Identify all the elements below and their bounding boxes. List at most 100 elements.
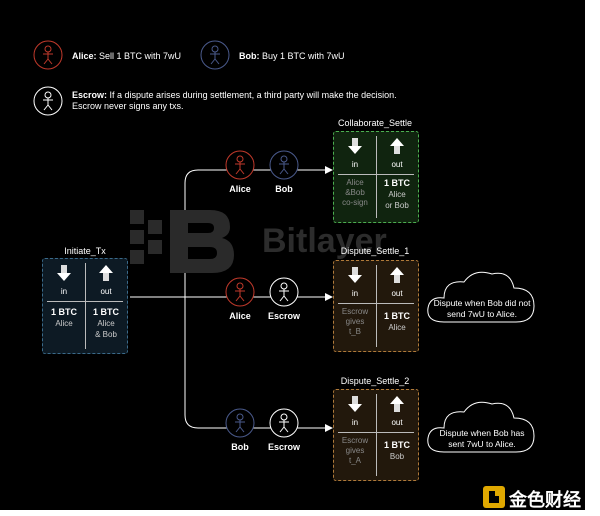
dispute2-in-note-2: gives (345, 446, 365, 455)
initiate-tx-title: Initiate_Tx (64, 246, 106, 256)
collaborate-horizontal-divider (338, 174, 414, 175)
bitlayer-watermark-text: Bitlayer (262, 222, 387, 260)
dispute2-out-owner: Bob (389, 452, 405, 461)
collaborate-settle-title: Collaborate_Settle (337, 118, 413, 128)
dispute1-horizontal-divider (338, 303, 414, 304)
initiate-in-amount: 1 BTC (50, 307, 77, 317)
alice-legend-name: Alice: (72, 51, 97, 61)
bob-person-icon (225, 408, 255, 438)
initiate-in-label: in (60, 287, 68, 296)
dispute2-in-note-1: Escrow (341, 436, 369, 445)
dispute2-in-column: in Escrow gives t_A (334, 390, 376, 480)
down-arrow-icon (348, 396, 362, 412)
alice-person-icon (225, 277, 255, 307)
cloud-2-text: Dispute when Bob has sent 7wU to Alice. (422, 428, 542, 450)
collaborate-in-note-3: co-sign (342, 198, 368, 207)
jinse-logo (483, 486, 505, 513)
dispute1-out-label: out (391, 289, 403, 298)
cloud-2-shape (427, 401, 535, 453)
jinse-watermark-text: 金色财经 (509, 490, 581, 510)
connector-to-dispute2 (184, 297, 333, 432)
cloud-1-shape (427, 271, 535, 323)
dispute-settle-1-box: in Escrow gives t_B out 1 BTC Alice (333, 260, 419, 352)
bob-legend-text: Bob: Buy 1 BTC with 7wU (239, 51, 345, 62)
down-arrow-icon (348, 267, 362, 283)
dispute2-horizontal-divider (338, 432, 414, 433)
up-arrow-icon (390, 396, 404, 412)
dispute1-vertical-divider (376, 265, 377, 347)
initiate-horizontal-divider (47, 301, 123, 302)
collab-alice-label: Alice (229, 184, 251, 194)
collaborate-out-label: out (391, 160, 403, 169)
escrow-legend-desc-1: If a dispute arises during settlement, a… (109, 90, 397, 100)
dispute2-escrow-label: Escrow (267, 442, 300, 452)
collab-bob-label: Bob (275, 184, 293, 194)
dispute1-out-amount: 1 BTC (383, 311, 410, 321)
connector-to-collaborate (184, 166, 333, 297)
dispute2-bob-label: Bob (231, 442, 249, 452)
cloud-2-line-1: Dispute when Bob has (439, 428, 525, 438)
bob-legend-desc: Buy 1 BTC with 7wU (262, 51, 345, 61)
cloud-1-text: Dispute when Bob did not send 7wU to Ali… (422, 298, 542, 320)
initiate-out-owner-1: Alice (97, 319, 115, 328)
alice-legend-desc: Sell 1 BTC with 7wU (99, 51, 182, 61)
dispute1-in-column: in Escrow gives t_B (334, 261, 376, 351)
dispute2-out-column: out 1 BTC Bob (376, 390, 418, 480)
dispute1-in-note-2: gives (345, 317, 365, 326)
jinse-logo-icon (483, 486, 505, 508)
escrow-legend-name: Escrow: (72, 90, 108, 100)
alice-person-icon (33, 40, 63, 70)
dispute2-vertical-divider (376, 394, 377, 476)
initiate-in-owner: Alice (55, 319, 73, 328)
up-arrow-icon (390, 138, 404, 154)
collaborate-settle-box: in Alice &Bob co-sign out 1 BTC Alice or… (333, 131, 419, 223)
down-arrow-icon (57, 265, 71, 281)
cloud-1-line-1: Dispute when Bob did not (433, 298, 531, 308)
initiate-vertical-divider (85, 263, 86, 349)
collaborate-out-owner-1: Alice (388, 190, 406, 199)
dispute1-out-column: out 1 BTC Alice (376, 261, 418, 351)
dispute2-in-note-3: t_A (348, 456, 361, 465)
collaborate-out-column: out 1 BTC Alice or Bob (376, 132, 418, 222)
dispute2-out-label: out (391, 418, 403, 427)
collaborate-out-owner-2: or Bob (385, 201, 409, 210)
up-arrow-icon (390, 267, 404, 283)
initiate-out-label: out (100, 287, 112, 296)
initiate-out-amount: 1 BTC (92, 307, 119, 317)
bob-legend-name: Bob: (239, 51, 260, 61)
dispute1-escrow-label: Escrow (267, 311, 300, 321)
diagram-canvas: Bitlayer Alice: Sell 1 BTC with 7wU Bob:… (0, 0, 585, 510)
alice-legend-text: Alice: Sell 1 BTC with 7wU (72, 51, 181, 62)
bitlayer-watermark (130, 205, 240, 280)
dispute2-out-amount: 1 BTC (383, 440, 410, 450)
dispute1-out-owner: Alice (388, 323, 406, 332)
initiate-out-column: out 1 BTC Alice & Bob (85, 259, 127, 353)
dispute1-in-note-3: t_B (348, 327, 361, 336)
down-arrow-icon (348, 138, 362, 154)
dispute2-in-label: in (351, 418, 359, 427)
dispute-settle-2-box: in Escrow gives t_A out 1 BTC Bob (333, 389, 419, 481)
alice-person-icon (225, 150, 255, 180)
collaborate-vertical-divider (376, 136, 377, 218)
initiate-in-column: in 1 BTC Alice (43, 259, 85, 353)
collaborate-in-column: in Alice &Bob co-sign (334, 132, 376, 222)
bob-person-icon (200, 40, 230, 70)
dispute1-in-label: in (351, 289, 359, 298)
dispute1-alice-label: Alice (229, 311, 251, 321)
initiate-out-owner-2: & Bob (95, 330, 117, 339)
dispute-settle-1-title: Dispute_Settle_1 (340, 246, 410, 256)
collaborate-in-note-1: Alice (346, 178, 364, 187)
escrow-person-icon (269, 408, 299, 438)
cloud-2-line-2: sent 7wU to Alice. (448, 439, 516, 449)
escrow-person-icon (33, 86, 63, 116)
initiate-tx-box: in 1 BTC Alice out 1 BTC Alice & Bob (42, 258, 128, 354)
alice-legend-avatar (33, 40, 63, 70)
up-arrow-icon (99, 265, 113, 281)
collaborate-out-amount: 1 BTC (383, 178, 410, 188)
escrow-person-icon (269, 277, 299, 307)
escrow-legend-text: Escrow: If a dispute arises during settl… (72, 90, 412, 112)
dispute1-in-note-1: Escrow (341, 307, 369, 316)
escrow-legend-desc-2: Escrow never signs any txs. (72, 101, 184, 111)
dispute-settle-2-title: Dispute_Settle_2 (340, 376, 410, 386)
escrow-legend-avatar (33, 86, 63, 116)
